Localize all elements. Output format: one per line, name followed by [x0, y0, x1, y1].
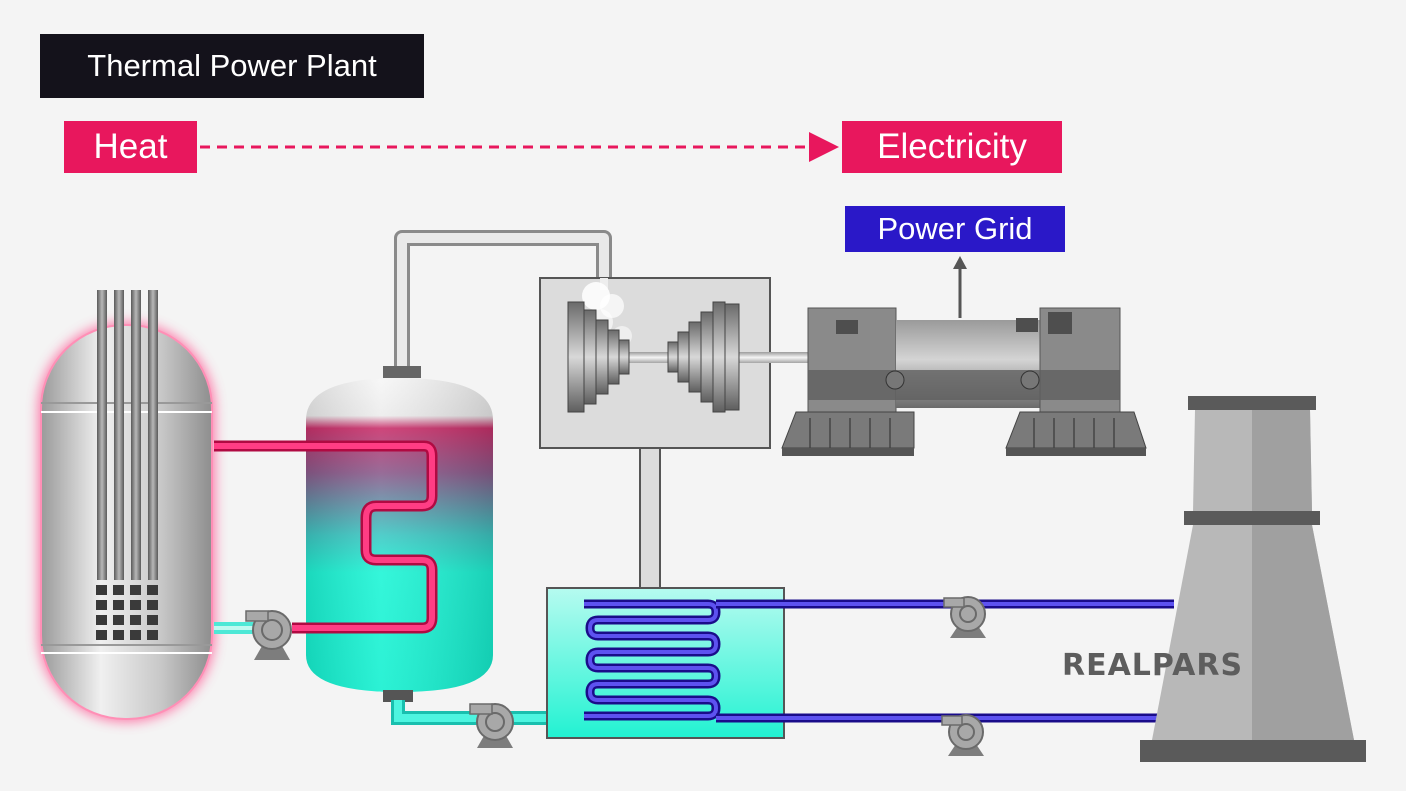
page-title: Thermal Power Plant	[87, 48, 377, 83]
heat-label: Heat	[93, 127, 168, 166]
electricity-label: Electricity	[877, 127, 1027, 166]
pump-cooling-top	[943, 596, 986, 638]
title-badge: Thermal Power Plant	[40, 34, 424, 98]
pump-cooling-bottom	[941, 714, 984, 756]
grid-arrow	[953, 256, 967, 318]
turbine	[539, 277, 812, 449]
exhaust-duct	[639, 447, 661, 591]
control-rods	[97, 290, 158, 580]
fuel-grid	[96, 585, 158, 640]
brand-logo: REALPARS	[1062, 648, 1244, 683]
power-grid-badge: Power Grid	[845, 206, 1065, 252]
pump-feedwater	[469, 703, 514, 748]
pump-primary	[245, 610, 292, 660]
power-grid-label: Power Grid	[877, 211, 1033, 246]
steam-generator	[306, 378, 493, 702]
steam-pipe	[383, 230, 612, 378]
reactor-vessel	[38, 322, 215, 722]
primary-hot-loop	[214, 440, 438, 634]
generator	[781, 307, 1147, 456]
condenser-coil	[584, 599, 721, 721]
electricity-badge: Electricity	[842, 121, 1062, 173]
heat-badge: Heat	[64, 121, 197, 173]
cooling-tower	[1140, 396, 1366, 762]
